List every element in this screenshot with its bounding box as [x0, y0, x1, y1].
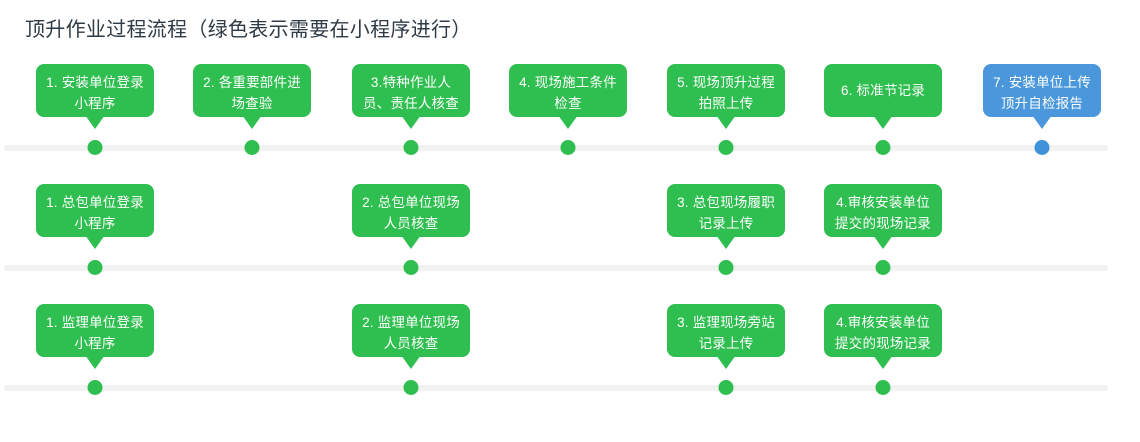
flow-node[interactable]: 3. 总包现场履职记录上传	[646, 178, 806, 298]
flow-node[interactable]: 4.审核安装单位提交的现场记录	[803, 298, 963, 418]
caret-down-icon	[85, 355, 105, 369]
flow-node[interactable]: 6. 标准节记录	[803, 58, 963, 178]
flow-node-label[interactable]: 1. 总包单位登录小程序	[36, 184, 154, 237]
flow-node-label[interactable]: 3. 总包现场履职记录上传	[667, 184, 785, 237]
timeline-row-general-contractor: 1. 总包单位登录小程序 2. 总包单位现场人员核查 3. 总包现场履职记录上传 4.…	[0, 178, 1140, 298]
caret-down-icon	[401, 115, 421, 129]
caret-down-icon	[242, 115, 262, 129]
flow-node-label[interactable]: 7. 安装单位上传顶升自检报告	[983, 64, 1101, 117]
flow-node-label[interactable]: 3.特种作业人员、责任人核查	[352, 64, 470, 117]
flow-node[interactable]: 3.特种作业人员、责任人核查	[331, 58, 491, 178]
timeline-row-supervision-unit: 1. 监理单位登录小程序 2. 监理单位现场人员核查 3. 监理现场旁站记录上传 4.…	[0, 298, 1140, 418]
timeline-dot[interactable]	[718, 140, 734, 155]
flow-node-label[interactable]: 6. 标准节记录	[824, 64, 942, 117]
flow-node-label[interactable]: 5. 现场顶升过程拍照上传	[667, 64, 785, 117]
caret-down-icon	[873, 235, 893, 249]
flow-node[interactable]: 1. 总包单位登录小程序	[15, 178, 175, 298]
flow-node[interactable]: 2. 总包单位现场人员核查	[331, 178, 491, 298]
flow-node[interactable]: 7. 安装单位上传顶升自检报告	[962, 58, 1122, 178]
caret-down-icon	[1032, 115, 1052, 129]
caret-down-icon	[716, 355, 736, 369]
flow-node[interactable]: 2. 各重要部件进场查验	[172, 58, 332, 178]
timeline-dot[interactable]	[87, 380, 103, 395]
timeline-dot[interactable]	[87, 140, 103, 155]
caret-down-icon	[85, 115, 105, 129]
caret-down-icon	[558, 115, 578, 129]
flow-node-label[interactable]: 2. 总包单位现场人员核查	[352, 184, 470, 237]
caret-down-icon	[401, 235, 421, 249]
caret-down-icon	[716, 115, 736, 129]
caret-down-icon	[873, 115, 893, 129]
flow-node-label[interactable]: 1. 监理单位登录小程序	[36, 304, 154, 357]
timeline-dot[interactable]	[718, 260, 734, 275]
flow-node-label[interactable]: 1. 安装单位登录小程序	[36, 64, 154, 117]
flow-node-label[interactable]: 2. 监理单位现场人员核查	[352, 304, 470, 357]
flow-node[interactable]: 4.审核安装单位提交的现场记录	[803, 178, 963, 298]
flow-node[interactable]: 5. 现场顶升过程拍照上传	[646, 58, 806, 178]
timeline-rail	[4, 145, 1108, 151]
timeline-dot[interactable]	[560, 140, 576, 155]
timeline-dot[interactable]	[403, 380, 419, 395]
timeline-dot[interactable]	[875, 380, 891, 395]
flow-node[interactable]: 1. 安装单位登录小程序	[15, 58, 175, 178]
flow-node-label[interactable]: 4. 现场施工条件检查	[509, 64, 627, 117]
page-title: 顶升作业过程流程（绿色表示需要在小程序进行）	[25, 19, 472, 41]
flow-node-label[interactable]: 2. 各重要部件进场查验	[193, 64, 311, 117]
timeline-dot[interactable]	[875, 140, 891, 155]
timeline-dot[interactable]	[1034, 140, 1050, 155]
caret-down-icon	[85, 235, 105, 249]
caret-down-icon	[873, 355, 893, 369]
timeline-rail	[4, 265, 1108, 271]
timeline-dot[interactable]	[403, 140, 419, 155]
timeline-dot[interactable]	[244, 140, 260, 155]
flow-node[interactable]: 3. 监理现场旁站记录上传	[646, 298, 806, 418]
timeline-dot[interactable]	[875, 260, 891, 275]
caret-down-icon	[401, 355, 421, 369]
flow-node[interactable]: 2. 监理单位现场人员核查	[331, 298, 491, 418]
flow-node-label[interactable]: 3. 监理现场旁站记录上传	[667, 304, 785, 357]
flow-node[interactable]: 1. 监理单位登录小程序	[15, 298, 175, 418]
timeline-dot[interactable]	[87, 260, 103, 275]
flow-node[interactable]: 4. 现场施工条件检查	[488, 58, 648, 178]
timeline-rail	[4, 385, 1108, 391]
flow-node-label[interactable]: 4.审核安装单位提交的现场记录	[824, 184, 942, 237]
flow-node-label[interactable]: 4.审核安装单位提交的现场记录	[824, 304, 942, 357]
timeline-row-installation-unit: 1. 安装单位登录小程序 2. 各重要部件进场查验 3.特种作业人员、责任人核查 4.…	[0, 58, 1140, 178]
caret-down-icon	[716, 235, 736, 249]
timeline-dot[interactable]	[403, 260, 419, 275]
timeline-dot[interactable]	[718, 380, 734, 395]
